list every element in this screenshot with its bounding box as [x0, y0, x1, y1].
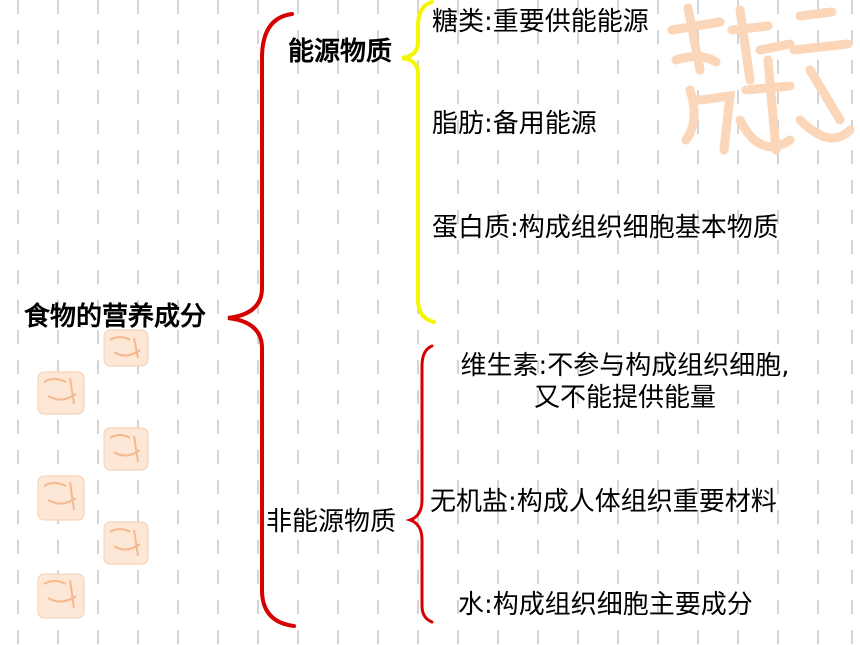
item-vitamin: 维生素:不参与构成组织细胞, 又不能提供能量 [430, 350, 820, 414]
item-protein: 蛋白质:构成组织细胞基本物质 [432, 213, 779, 243]
item-vitamin-line2: 又不能提供能量 [533, 383, 716, 413]
item-mineral: 无机盐:构成人体组织重要材料 [430, 487, 777, 517]
seal-watermark-large [667, 3, 855, 155]
branch-energy-label: 能源物质 [288, 37, 393, 67]
non-energy-bracket [405, 344, 434, 624]
item-vitamin-line1: 维生素:不参与构成组织细胞, [460, 351, 790, 381]
root-node-label: 食物的营养成分 [24, 302, 207, 332]
seal-stamp-marks [43, 336, 141, 609]
item-fat: 脂肪:备用能源 [432, 109, 597, 139]
root-bracket [227, 12, 296, 628]
energy-bracket [401, 0, 436, 324]
seal-stamps [37, 329, 149, 619]
item-water: 水:构成组织细胞主要成分 [458, 590, 753, 620]
branch-non-energy-label: 非能源物质 [266, 507, 397, 537]
item-carbohydrate: 糖类:重要供能能源 [432, 7, 649, 37]
